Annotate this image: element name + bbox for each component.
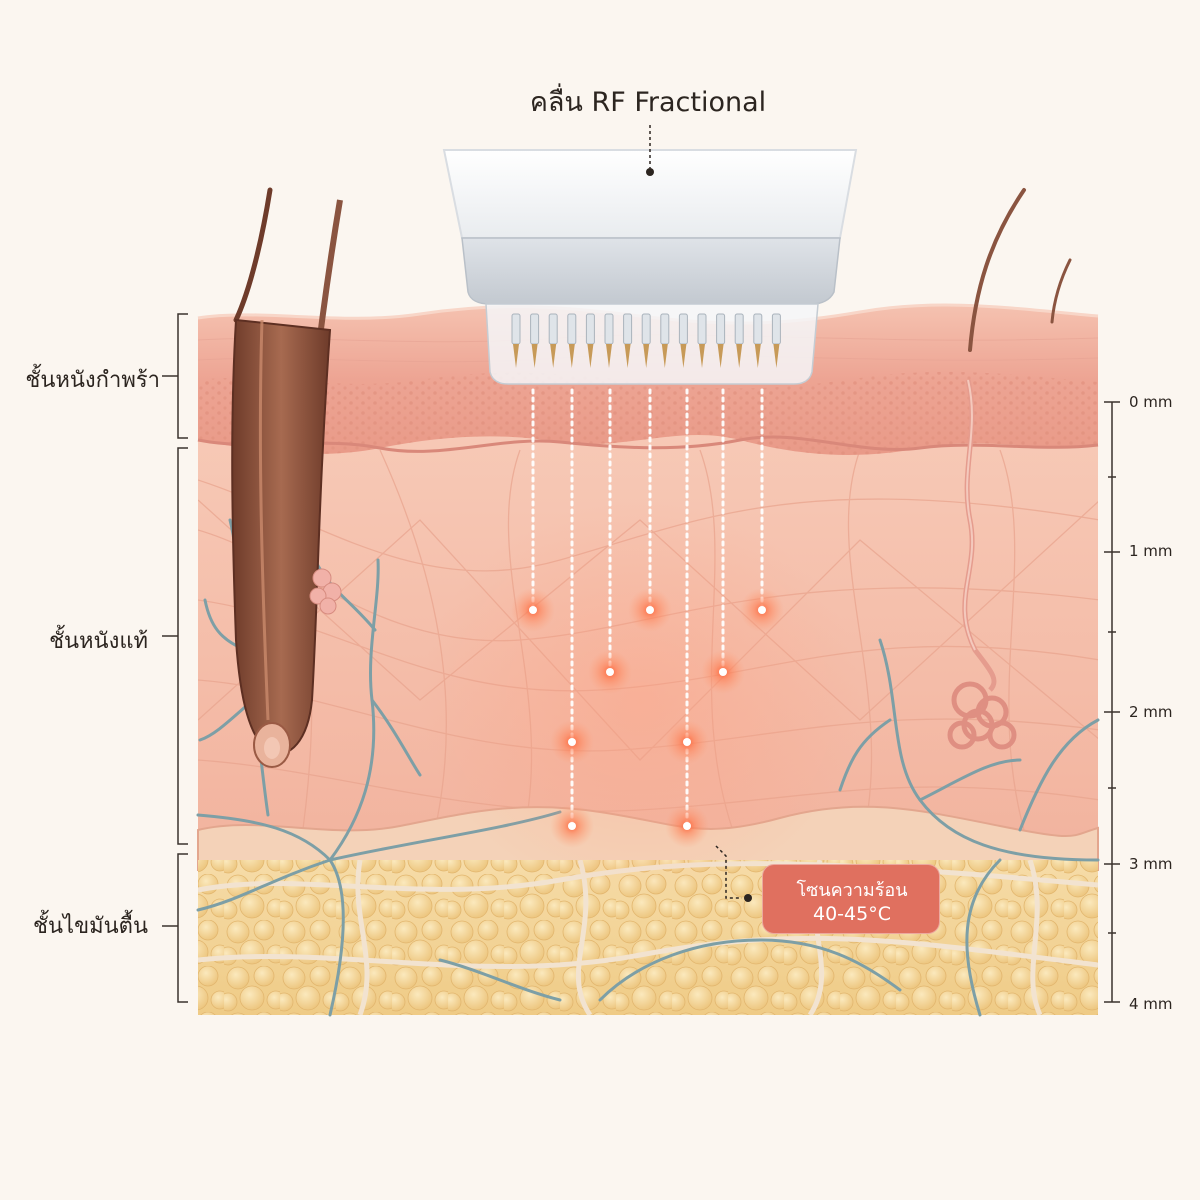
depth-tick-label: 1 mm [1129, 542, 1173, 560]
depth-scale [1104, 401, 1120, 1003]
electrode-pin [604, 313, 614, 345]
sweat-gland-icon [947, 379, 1017, 750]
heat-point-icon [740, 588, 784, 632]
heat-zone-label: โซนความร้อน [796, 880, 908, 901]
layer-label-dermis: ชั้นหนังแท้ [49, 629, 148, 654]
heat-point-icon [550, 720, 594, 764]
layer-label-epidermis: ชั้นหนังกำพร้า [25, 368, 160, 393]
electrode-pin [567, 313, 577, 345]
electrode-tip [624, 344, 631, 368]
electrode-pin [697, 313, 707, 345]
electrode-pin [660, 313, 670, 345]
electrode-pin [734, 313, 744, 345]
heat-point-icon [701, 650, 745, 694]
electrode-pin [678, 313, 688, 345]
heat-points [511, 588, 784, 848]
electrode-tip [754, 344, 761, 368]
electrode-pin [771, 313, 781, 345]
electrode-pin [511, 313, 521, 345]
electrode-pin [716, 313, 726, 345]
layer-brackets [162, 313, 188, 1003]
heat-point-icon [665, 720, 709, 764]
electrode-pin [530, 313, 540, 345]
electrode-tip [568, 344, 575, 368]
heat-zone-callout: โซนความร้อน 40-45°C [762, 864, 940, 934]
layer-label-subcutis: ชั้นไขมันตื้น [33, 914, 148, 939]
heat-point-icon [628, 588, 672, 632]
electrode-pins [511, 313, 781, 368]
heat-point-icon [665, 804, 709, 848]
heat-zone-temperature: 40-45°C [813, 903, 891, 925]
electrode-pin [548, 313, 558, 345]
electrode-tip [699, 344, 705, 368]
electrode-pin [753, 313, 763, 345]
electrode-tip [587, 344, 594, 368]
electrode-tip [513, 344, 519, 368]
electrode-pin [585, 313, 595, 345]
electrode-tip [550, 344, 557, 368]
heat-point-icon [550, 804, 594, 848]
electrode-tip [736, 344, 743, 368]
device-title: คลื่น RF Fractional [529, 87, 767, 118]
electrode-tip [661, 344, 668, 368]
sebaceous-gland [309, 568, 342, 615]
electrode-tip [717, 344, 724, 368]
electrode-tip [606, 344, 612, 368]
electrode-tip [773, 344, 780, 368]
electrode-tip [680, 344, 687, 368]
heat-point-icon [511, 588, 555, 632]
electrode-tip [643, 344, 650, 368]
depth-tick-label: 4 mm [1129, 995, 1173, 1013]
electrode-pin [641, 313, 651, 345]
depth-tick-label: 2 mm [1129, 703, 1173, 721]
electrode-tip [531, 344, 538, 368]
heat-point-icon [588, 650, 632, 694]
depth-tick-label: 0 mm [1129, 393, 1173, 411]
electrode-pin [623, 313, 633, 345]
depth-tick-label: 3 mm [1129, 855, 1173, 873]
rf-device-icon [442, 149, 858, 385]
hair-follicle-icon [231, 187, 343, 768]
